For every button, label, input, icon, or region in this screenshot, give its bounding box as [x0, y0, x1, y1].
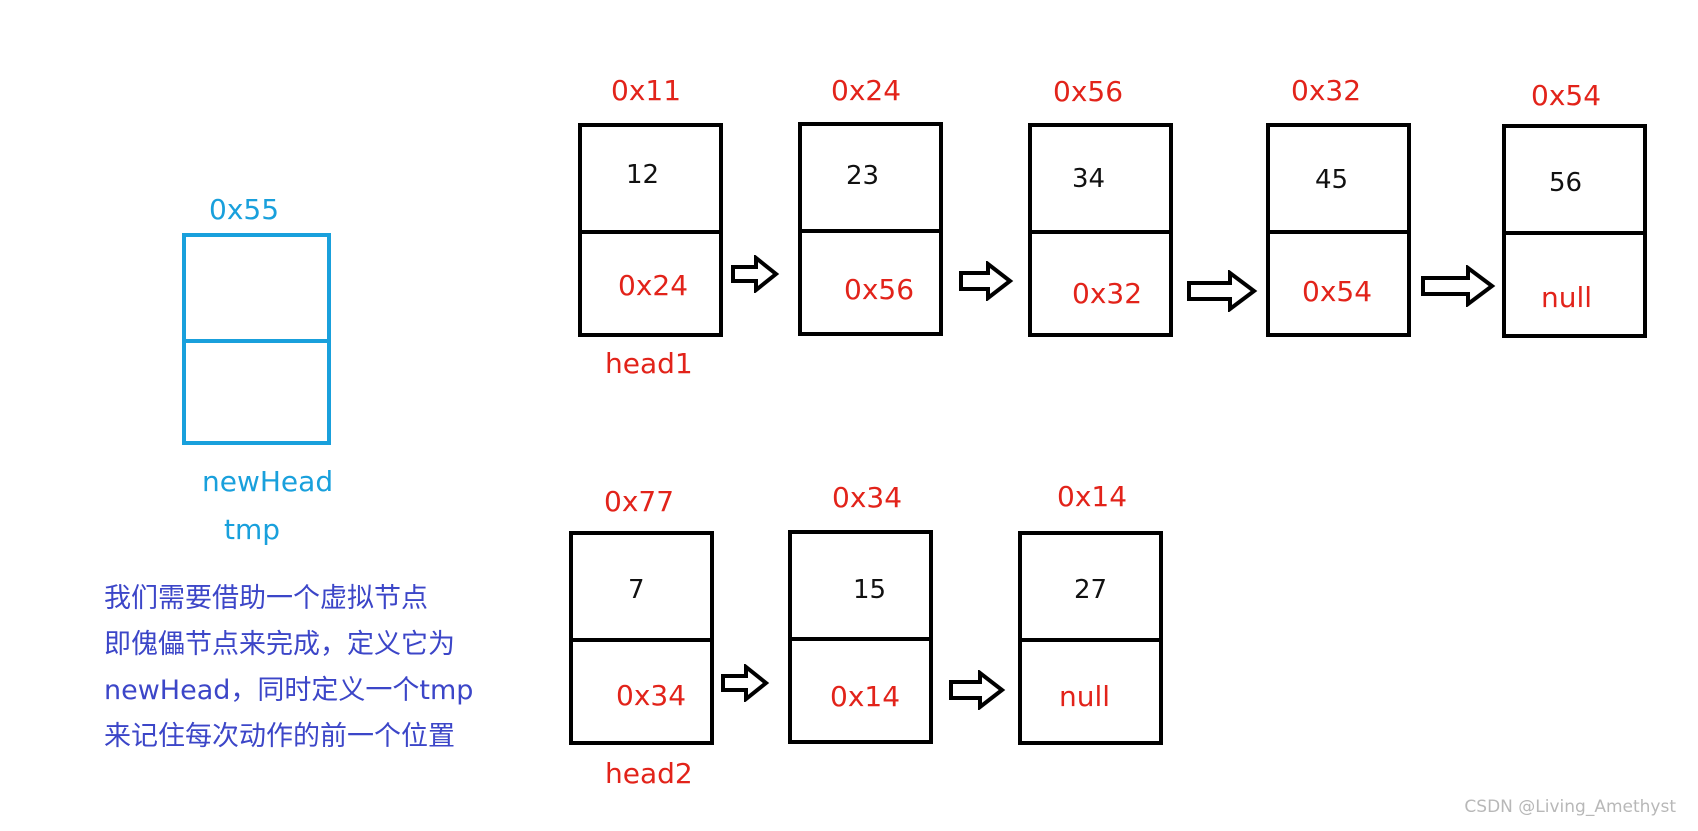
node-divider: [788, 637, 933, 641]
list2-node-address: 0x34: [832, 481, 903, 514]
list1-node: 12 0x24: [578, 123, 723, 337]
right-arrow-icon: [721, 664, 770, 702]
node-divider: [798, 229, 943, 233]
list1-node: 23 0x56: [798, 122, 943, 336]
right-arrow-icon: [949, 670, 1006, 710]
list1-node-address: 0x11: [611, 74, 682, 107]
note-line: 即傀儡节点来完成，定义它为: [104, 629, 455, 660]
node-next-pointer: null: [1059, 680, 1111, 713]
node-next-pointer: 0x24: [618, 269, 689, 302]
node-value: 7: [628, 575, 645, 605]
list2-node-address: 0x14: [1057, 480, 1128, 513]
node-next-pointer: 0x14: [830, 680, 901, 713]
node-divider: [578, 230, 723, 234]
right-arrow-icon: [959, 261, 1014, 301]
explanation-note: 我们需要借助一个虚拟节点 即傀儡节点来完成，定义它为 newHead，同时定义一…: [104, 576, 473, 760]
list2-head-label: head2: [605, 757, 693, 790]
node-divider: [1266, 230, 1411, 234]
list1-node-address: 0x54: [1531, 79, 1602, 112]
node-divider: [1502, 231, 1647, 235]
node-next-pointer: 0x32: [1072, 277, 1143, 310]
dummy-label-tmp: tmp: [224, 513, 281, 546]
list2-node: 27 null: [1018, 531, 1163, 745]
node-next-pointer: 0x56: [844, 273, 915, 306]
note-line: 来记住每次动作的前一个位置: [104, 721, 455, 752]
list1-node: 56 null: [1502, 124, 1647, 338]
right-arrow-icon: [1421, 265, 1496, 307]
node-next-pointer: 0x54: [1302, 275, 1373, 308]
node-next-pointer: 0x34: [616, 679, 687, 712]
node-divider: [1018, 638, 1163, 642]
list1-node: 34 0x32: [1028, 123, 1173, 337]
node-value: 45: [1315, 165, 1349, 195]
note-line: 我们需要借助一个虚拟节点: [104, 583, 428, 614]
node-value: 15: [853, 575, 887, 605]
node-value: 12: [626, 160, 660, 190]
dummy-node-address: 0x55: [209, 193, 280, 226]
node-value: 34: [1072, 164, 1106, 194]
dummy-label-newhead: newHead: [202, 465, 334, 498]
list2-node: 15 0x14: [788, 530, 933, 744]
right-arrow-icon: [731, 255, 780, 293]
note-line: newHead，同时定义一个tmp: [104, 675, 474, 706]
list1-node: 45 0x54: [1266, 123, 1411, 337]
list2-node-address: 0x77: [604, 485, 675, 518]
list1-node-address: 0x56: [1053, 75, 1124, 108]
list2-node: 7 0x34: [569, 531, 714, 745]
node-value: 23: [846, 161, 880, 191]
node-divider: [569, 638, 714, 642]
node-value: 27: [1074, 575, 1108, 605]
node-next-pointer: null: [1541, 281, 1593, 314]
right-arrow-icon: [1187, 270, 1258, 312]
dummy-node-divider: [182, 339, 331, 343]
dummy-node: [182, 233, 331, 445]
node-value: 56: [1549, 168, 1583, 198]
node-divider: [1028, 230, 1173, 234]
watermark: CSDN @Living_Amethyst: [1464, 797, 1676, 817]
list1-node-address: 0x32: [1291, 74, 1362, 107]
list1-node-address: 0x24: [831, 74, 902, 107]
list1-head-label: head1: [605, 347, 693, 380]
